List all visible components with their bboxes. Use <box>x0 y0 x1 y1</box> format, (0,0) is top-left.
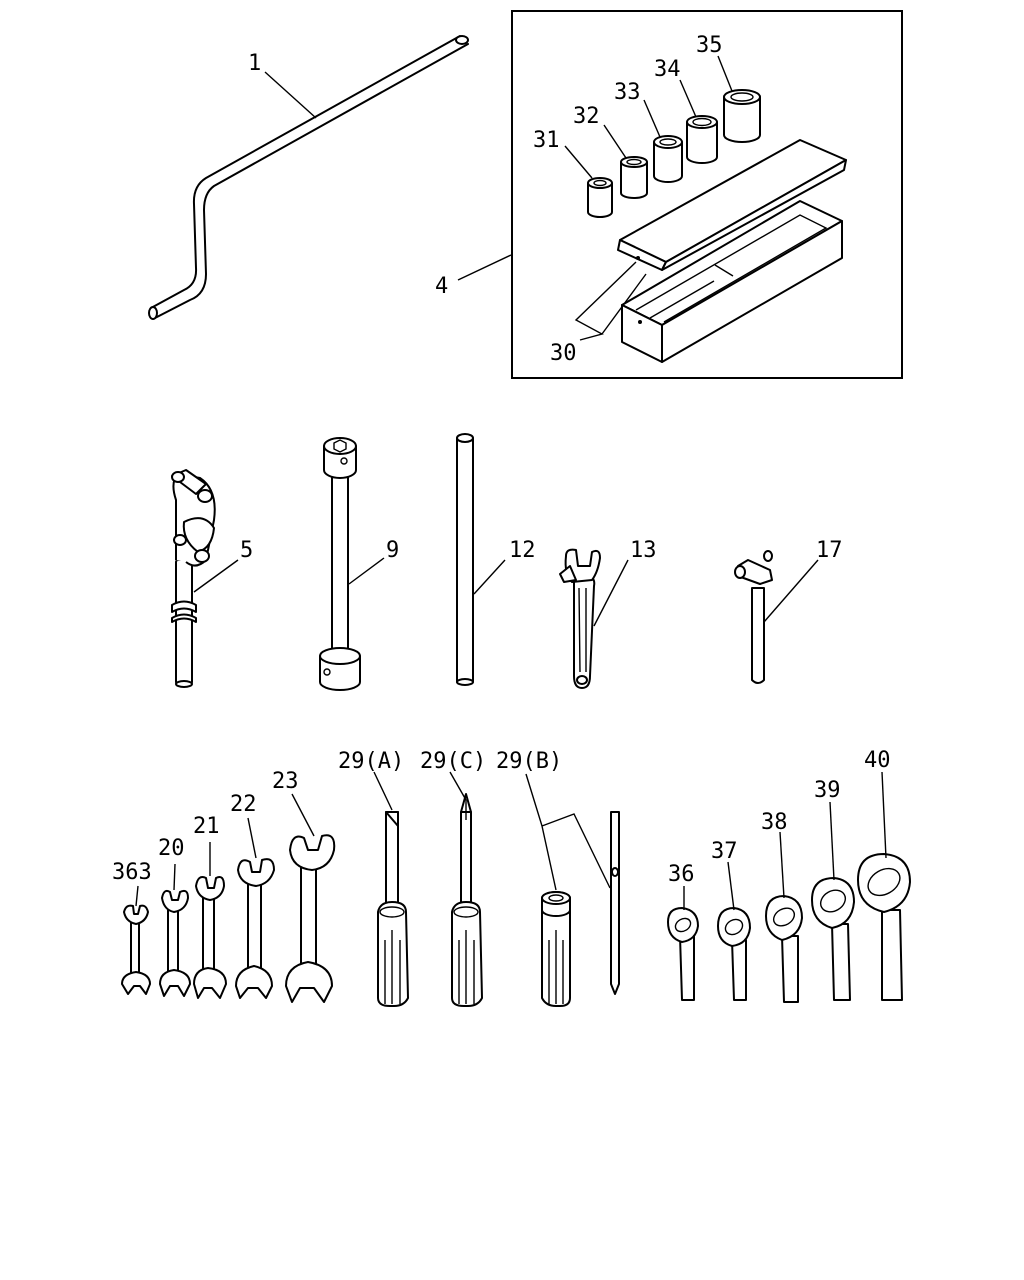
socket-31 <box>587 177 613 218</box>
leader-4 <box>457 254 512 281</box>
leader-34 <box>679 79 697 118</box>
label-34: 34 <box>654 57 681 82</box>
label-29b: 29(B) <box>496 749 562 774</box>
label-22: 22 <box>230 792 257 817</box>
socket-34 <box>686 115 718 164</box>
label-37: 37 <box>711 839 738 864</box>
leader-12 <box>473 559 506 595</box>
leader-363 <box>135 885 139 907</box>
leader-33 <box>643 99 661 138</box>
label-1: 1 <box>248 51 261 76</box>
leader-29c <box>449 771 467 801</box>
socket-case <box>617 139 847 363</box>
label-21: 21 <box>193 814 220 839</box>
label-9: 9 <box>386 538 399 563</box>
spanner-363 <box>121 904 151 995</box>
hammer <box>734 550 773 684</box>
label-35: 35 <box>696 33 723 58</box>
spanner-21 <box>193 876 227 999</box>
screwdriver-29b-handle <box>541 891 571 1007</box>
label-29a: 29(A) <box>338 749 404 774</box>
label-31: 31 <box>533 128 560 153</box>
leader-13 <box>593 559 629 627</box>
socket-33 <box>653 135 683 183</box>
leader-9 <box>348 557 385 585</box>
label-363: 363 <box>112 860 152 885</box>
leader-22 <box>247 817 257 859</box>
label-30: 30 <box>550 341 577 366</box>
label-4: 4 <box>435 274 448 299</box>
leader-20 <box>173 863 176 891</box>
leader-32 <box>603 124 627 159</box>
tommy-bar <box>456 433 474 686</box>
label-20: 20 <box>158 836 185 861</box>
label-36: 36 <box>668 862 695 887</box>
label-38: 38 <box>761 810 788 835</box>
leader-37 <box>727 861 735 911</box>
label-29c: 29(C) <box>420 749 486 774</box>
leader-29b <box>525 773 611 891</box>
label-5: 5 <box>240 538 253 563</box>
label-32: 32 <box>573 104 600 129</box>
lever-wrench <box>171 469 216 688</box>
leader-31 <box>564 145 593 179</box>
leader-30 <box>574 261 647 341</box>
screwdriver-29b-bit <box>610 811 620 995</box>
adjustable-wrench <box>559 548 601 689</box>
screwdriver-29c <box>451 793 483 1007</box>
leader-1 <box>264 71 317 119</box>
leader-35 <box>717 55 733 92</box>
socket-32 <box>620 156 648 199</box>
label-17: 17 <box>816 538 843 563</box>
leader-38 <box>779 831 785 899</box>
socket-set-box <box>511 10 903 379</box>
label-12: 12 <box>509 538 536 563</box>
spanner-20 <box>159 889 191 997</box>
label-39: 39 <box>814 778 841 803</box>
leader-23 <box>291 793 315 837</box>
label-13: 13 <box>630 538 657 563</box>
spanner-22 <box>235 858 275 999</box>
crank-bar <box>148 35 469 320</box>
leader-5 <box>193 559 239 593</box>
leader-29a <box>373 771 393 811</box>
label-40: 40 <box>864 748 891 773</box>
leader-39 <box>829 801 835 881</box>
box-wrench <box>319 437 361 691</box>
ring-wrench-36 <box>667 907 699 1001</box>
ring-wrench-39 <box>811 877 855 1001</box>
ring-wrench-38 <box>765 895 803 1003</box>
leader-40 <box>881 771 887 859</box>
socket-35 <box>723 89 761 143</box>
spanner-23 <box>285 834 336 1003</box>
label-33: 33 <box>614 80 641 105</box>
screwdriver-29a <box>377 811 409 1007</box>
leader-17 <box>763 559 819 623</box>
label-23: 23 <box>272 769 299 794</box>
ring-wrench-37 <box>717 907 751 1001</box>
ring-wrench-40 <box>857 853 911 1001</box>
